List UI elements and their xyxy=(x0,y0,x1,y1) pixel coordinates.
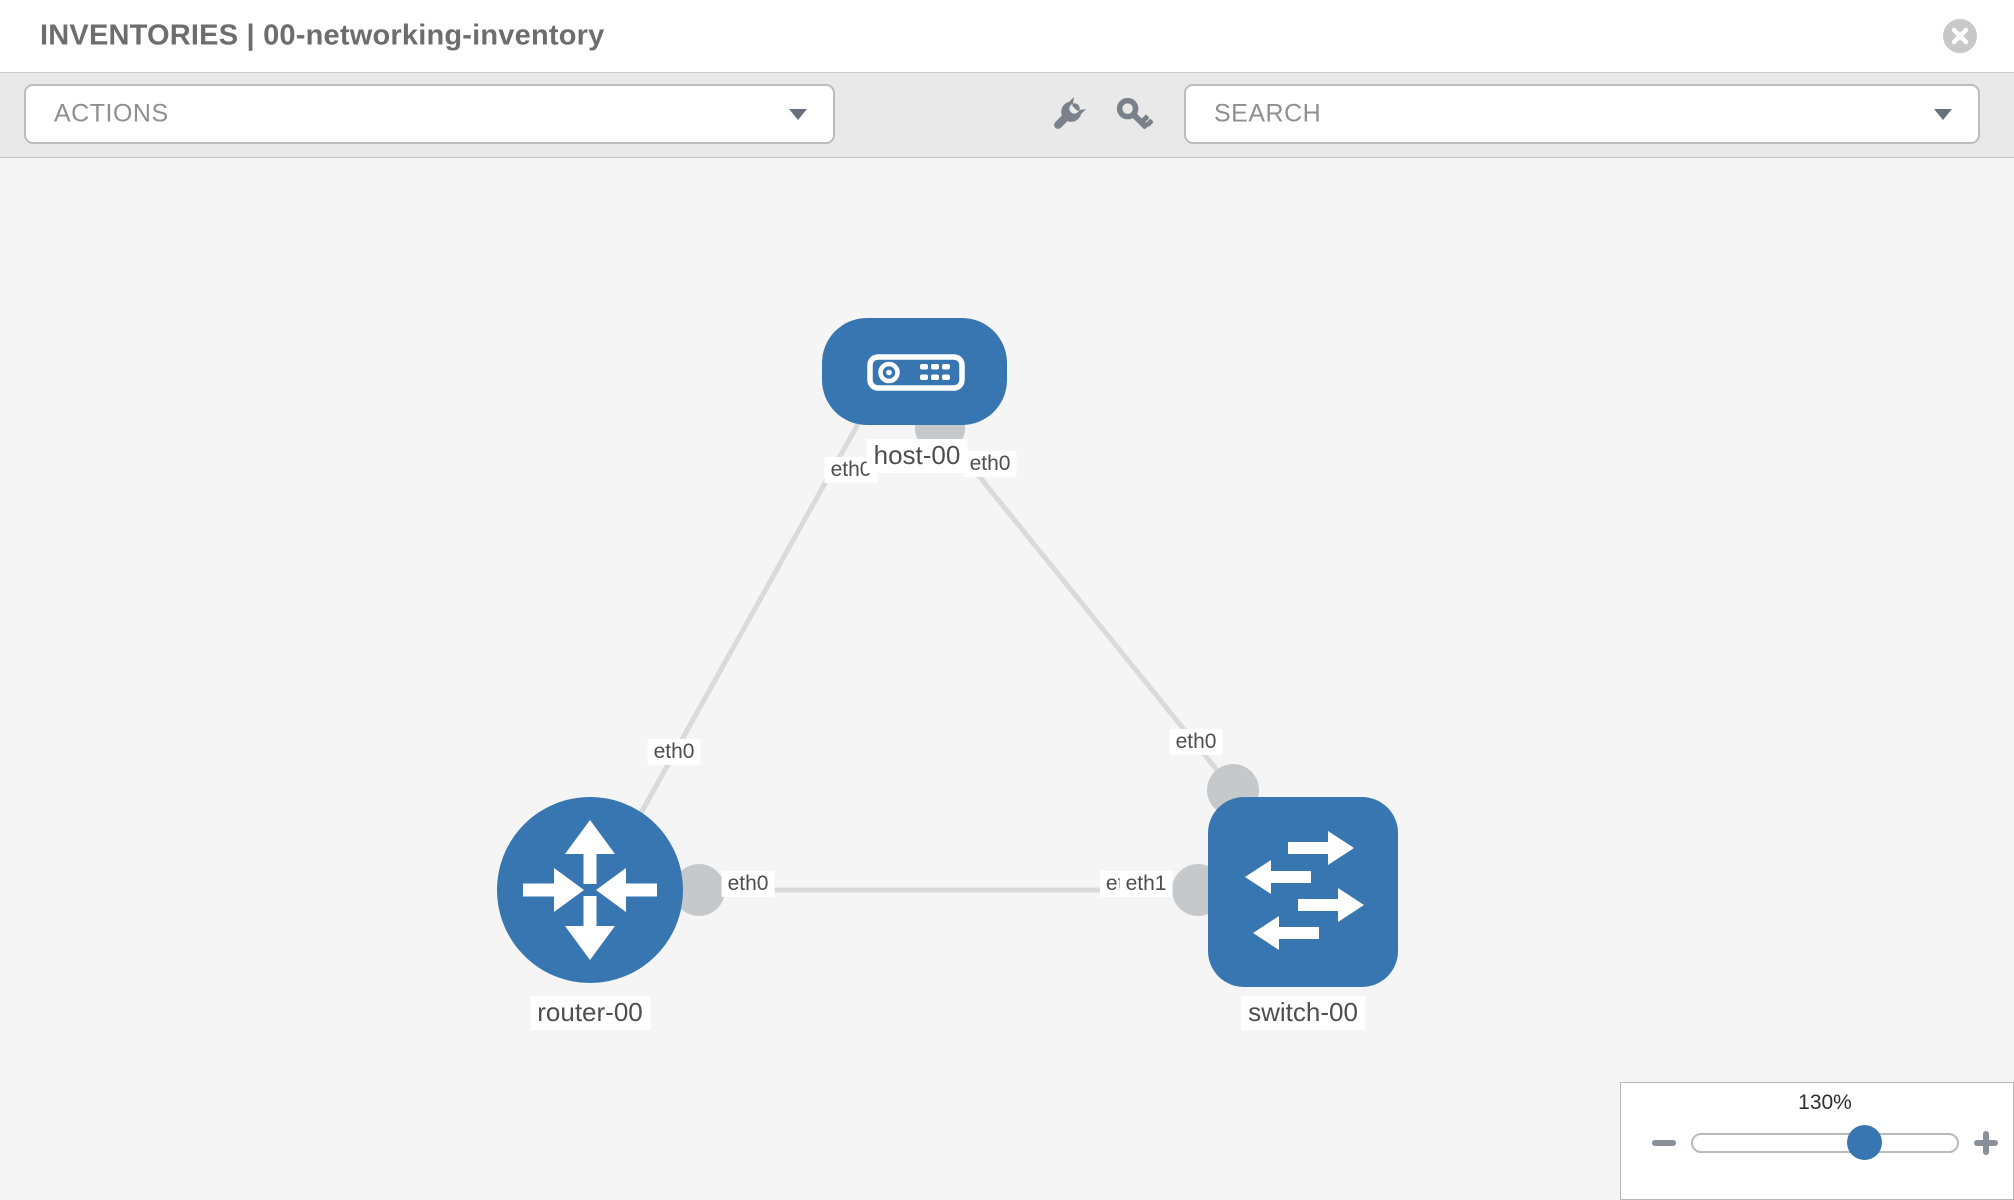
search-dropdown-label: SEARCH xyxy=(1214,99,1322,128)
link-lines xyxy=(595,422,1235,893)
actions-dropdown[interactable]: ACTIONS xyxy=(24,84,835,144)
node-label-router: router-00 xyxy=(530,996,650,1030)
interface-label: eth0 xyxy=(647,738,701,766)
node-label-host: host-00 xyxy=(866,439,968,473)
node-switch-00[interactable] xyxy=(1208,797,1398,987)
configure-button[interactable] xyxy=(1040,87,1096,143)
topology-canvas[interactable]: eth0 host-00 eth0 eth0 eth0 eth0 etl eth… xyxy=(0,158,2014,1200)
zoom-control-panel: 130% xyxy=(1620,1082,2014,1200)
key-icon xyxy=(1116,97,1154,130)
interface-label: eth1 xyxy=(1119,870,1173,898)
header: INVENTORIES | 00-networking-inventory xyxy=(0,0,2014,73)
toolbar: ACTIONS SEARC xyxy=(0,73,2014,158)
zoom-level-value: 130% xyxy=(1798,1091,1852,1114)
minus-icon xyxy=(1652,1140,1676,1146)
port-router-eth0 xyxy=(673,864,725,916)
node-router-00[interactable] xyxy=(497,797,683,983)
actions-dropdown-label: ACTIONS xyxy=(54,99,169,128)
interface-label: eth0 xyxy=(1169,728,1223,756)
zoom-out-button[interactable] xyxy=(1647,1125,1681,1159)
search-dropdown[interactable]: SEARCH xyxy=(1184,84,1980,144)
zoom-in-button[interactable] xyxy=(1969,1125,2003,1159)
chevron-down-icon xyxy=(789,109,807,120)
chevron-down-icon xyxy=(1934,109,1952,120)
interface-ports xyxy=(673,403,1259,916)
page-title: INVENTORIES | 00-networking-inventory xyxy=(40,19,605,52)
switch-arrows-icon xyxy=(1245,831,1364,950)
interface-label: eth0 xyxy=(963,450,1017,478)
node-label-switch: switch-00 xyxy=(1241,996,1365,1030)
zoom-slider-track[interactable] xyxy=(1691,1133,1959,1153)
plus-icon xyxy=(1983,1131,1989,1155)
zoom-slider-thumb[interactable] xyxy=(1847,1125,1882,1160)
credentials-button[interactable] xyxy=(1106,87,1162,143)
server-icon xyxy=(867,354,965,391)
close-button[interactable] xyxy=(1943,19,1977,53)
interface-label: eth0 xyxy=(721,870,775,898)
route-arrows-icon xyxy=(523,820,657,960)
close-icon xyxy=(1951,27,1969,45)
link-host-router xyxy=(595,422,861,892)
node-host-00[interactable] xyxy=(822,318,1007,425)
wrench-icon xyxy=(1054,96,1087,129)
